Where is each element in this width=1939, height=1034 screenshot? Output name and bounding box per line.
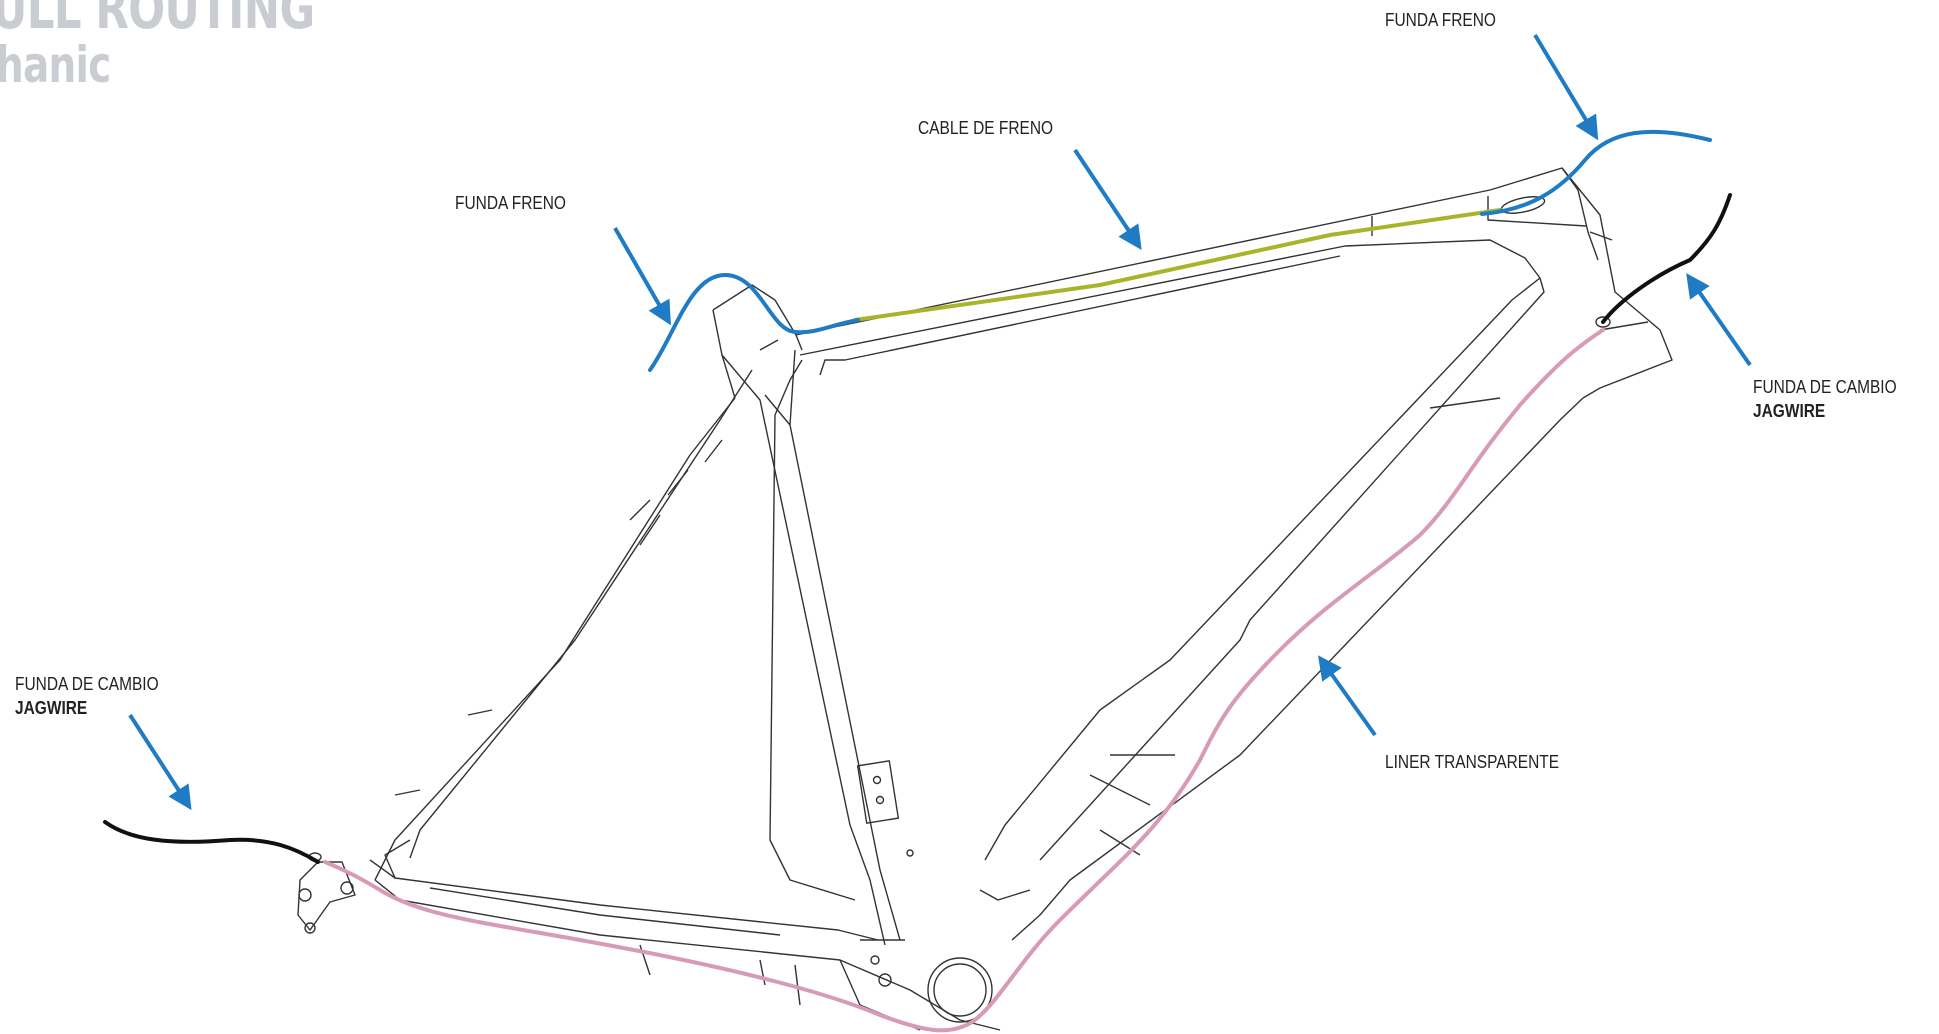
label-funda-freno-left: FUNDA FRENO: [455, 193, 566, 213]
bike-frame: [297, 167, 1673, 1031]
arrow-funda-cambio-right: [1686, 273, 1752, 367]
shift-housing-left: [103, 820, 320, 864]
page-subtitle: hanic: [0, 36, 111, 94]
arrow-liner-transparente: [1318, 655, 1377, 737]
page-title: ULL ROUTING: [0, 0, 315, 42]
brake-housing-left: [648, 272, 860, 372]
arrow-funda-cambio-left: [128, 713, 192, 811]
label-funda-cambio-left-text: FUNDA DE CAMBIO: [15, 674, 159, 694]
arrow-funda-freno-top: [1533, 33, 1599, 141]
brake-housing-top: [1480, 129, 1712, 216]
label-funda-freno-top: FUNDA FRENO: [1385, 10, 1496, 30]
label-liner-transparente: LINER TRANSPARENTE: [1385, 752, 1560, 772]
shift-housing-right: [1601, 193, 1732, 324]
label-funda-cambio-right-brand: JAGWIRE: [1753, 401, 1826, 422]
liner: [323, 328, 1605, 1033]
label-funda-cambio-right-text: FUNDA DE CAMBIO: [1753, 377, 1897, 397]
label-funda-cambio-right: FUNDA DE CAMBIO JAGWIRE: [1753, 375, 1897, 424]
brake-cable: [853, 208, 1502, 322]
arrow-funda-freno-left: [613, 227, 671, 326]
label-funda-cambio-left: FUNDA DE CAMBIO JAGWIRE: [15, 672, 159, 721]
label-cable-de-freno: CABLE DE FRENO: [918, 118, 1054, 138]
arrow-cable-de-freno: [1073, 148, 1142, 250]
label-funda-cambio-left-brand: JAGWIRE: [15, 698, 88, 719]
